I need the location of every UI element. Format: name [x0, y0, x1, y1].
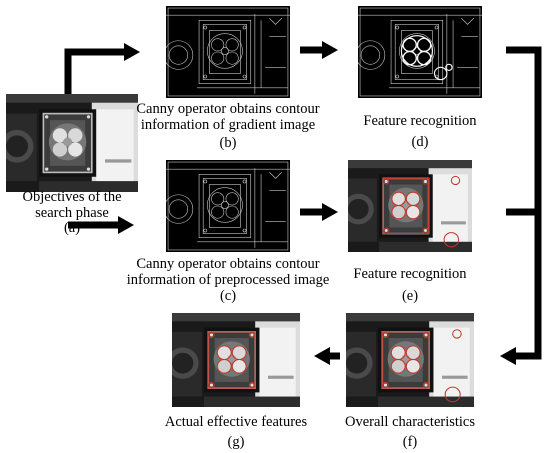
panel-f-image [346, 313, 474, 407]
panel-b-caption: Canny operator obtains contour informati… [128, 101, 328, 133]
panel-d-label: (d) [411, 134, 429, 150]
panel-a-image [6, 94, 138, 192]
panel-f-caption: Overall characteristics [335, 414, 485, 430]
panel-a-label: (a) [63, 220, 81, 236]
panel-e-caption: Feature recognition [335, 266, 485, 282]
panel-g-caption: Actual effective features [150, 414, 322, 430]
arrowhead-d [322, 41, 338, 59]
panel-a-caption: Objectives of the search phase [6, 189, 138, 221]
panel-c-image [166, 160, 290, 252]
panel-d-image [358, 6, 482, 98]
panel-e-caption-line-1: Feature recognition [353, 266, 467, 282]
panel-a-caption-line-2: search phase [35, 205, 109, 221]
panel-c-caption: Canny operator obtains contour informati… [118, 256, 338, 288]
panel-c-caption-line-1: Canny operator obtains contour [136, 256, 320, 272]
panel-e-image [348, 160, 472, 252]
panel-b-label: (b) [219, 135, 237, 151]
panel-b-caption-line-2: information of gradient image [140, 117, 316, 133]
panel-b-caption-line-1: Canny operator obtains contour [136, 101, 320, 117]
arrow-bracket-to-f [506, 46, 542, 360]
arrow-a-to-b [64, 48, 124, 94]
panel-e-label: (e) [401, 288, 419, 304]
panel-c-label: (c) [219, 288, 237, 304]
panel-d-caption: Feature recognition [345, 113, 495, 129]
panel-d-caption-line-1: Feature recognition [363, 113, 477, 129]
arrowhead-g [314, 347, 330, 365]
panel-g-image [172, 313, 300, 407]
panel-b-image [166, 6, 290, 98]
arrowhead-b [124, 43, 140, 61]
panel-g-caption-line-1: Actual effective features [164, 414, 308, 430]
arrowhead-f [500, 347, 516, 365]
panel-g-label: (g) [227, 434, 245, 450]
panel-c-caption-line-2: information of preprocessed image [126, 272, 330, 288]
panel-f-caption-line-1: Overall characteristics [344, 414, 476, 430]
arrowhead-e [322, 203, 338, 221]
panel-a-caption-line-1: Objectives of the [22, 189, 122, 205]
panel-f-label: (f) [402, 434, 418, 450]
